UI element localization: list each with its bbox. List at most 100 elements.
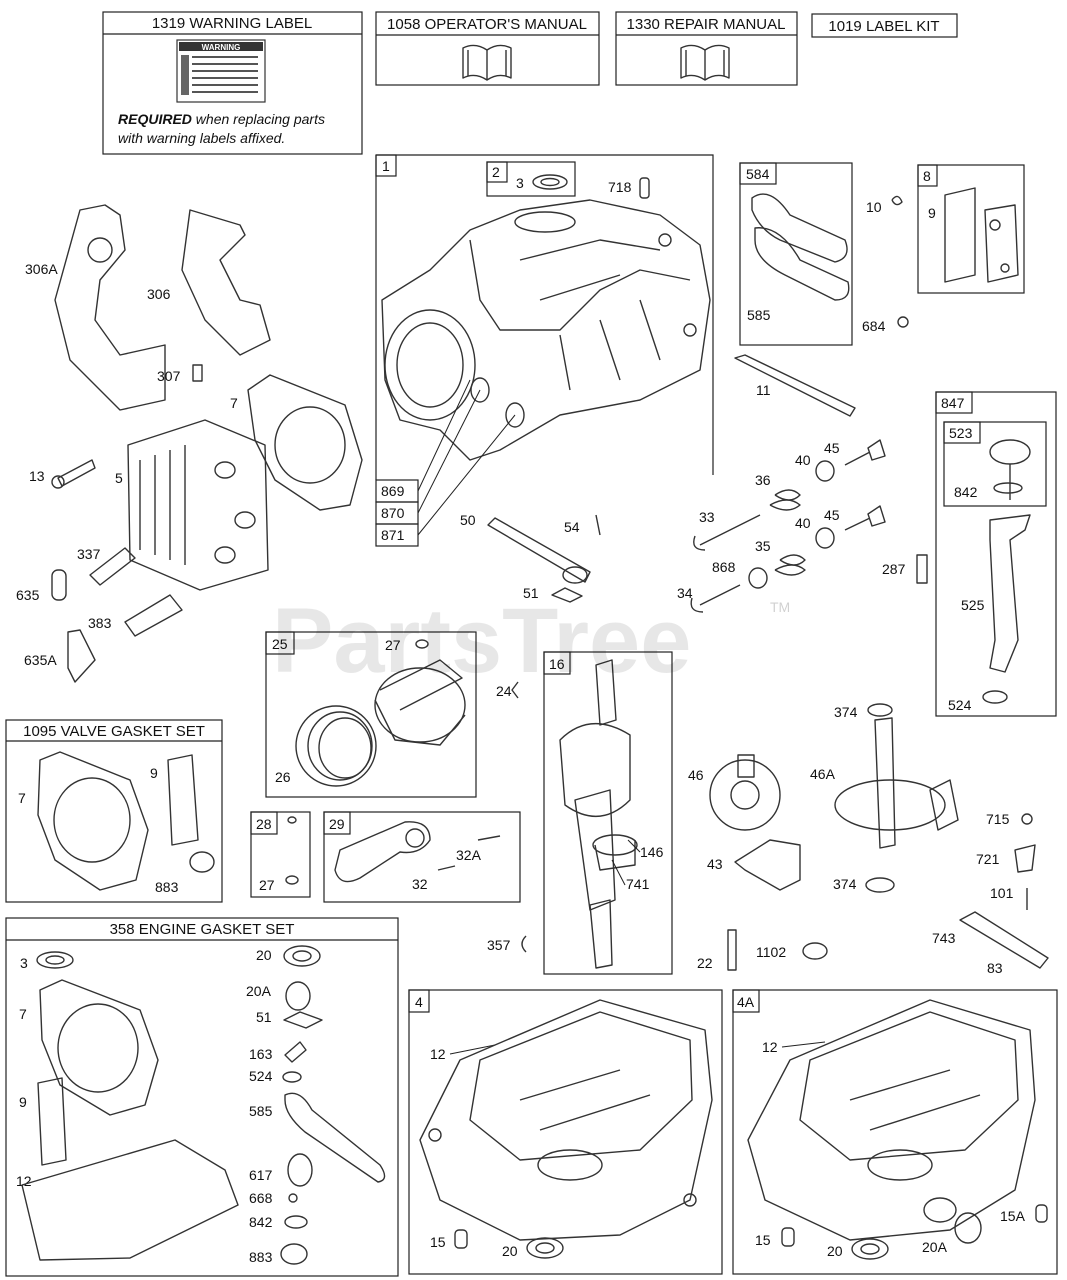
valve-icon xyxy=(693,514,761,551)
callout-13: 13 xyxy=(29,468,45,484)
callout-715: 715 xyxy=(986,811,1010,827)
warning-label-panel[interactable]: 1319 WARNING LABEL WARNING REQUIRED when… xyxy=(102,11,363,155)
sump-4-group[interactable]: 4 12 15 20 xyxy=(408,989,723,1275)
spark-plug-cover-icon xyxy=(124,594,183,637)
callout-34: 34 xyxy=(677,585,693,601)
breather-group[interactable]: 10 8 9 xyxy=(866,164,1025,294)
label-kit-panel[interactable]: 1019 LABEL KIT xyxy=(811,13,958,38)
dipstick-tube-icon xyxy=(989,514,1031,673)
callout-51: 51 xyxy=(523,585,539,601)
cylinder-head-group[interactable]: 13 5 337 635 383 635A xyxy=(16,419,269,683)
callout-721: 721 xyxy=(976,851,1000,867)
crankshaft-group[interactable]: 16 146 741 xyxy=(543,651,673,975)
callout-g20a: 20A xyxy=(246,983,272,999)
callout-7: 7 xyxy=(230,395,238,411)
callout-8: 8 xyxy=(923,168,931,184)
dowel-pin-icon xyxy=(639,177,650,199)
callout-g51: 51 xyxy=(256,1009,272,1025)
callout-29: 29 xyxy=(329,816,345,832)
callout-741: 741 xyxy=(626,876,650,892)
callout-24: 24 xyxy=(496,683,512,699)
sump-4a-group[interactable]: 4A 12 15 20 20A 15A xyxy=(732,989,1058,1275)
callout-45a: 45 xyxy=(824,440,840,456)
callout-287: 287 xyxy=(882,561,906,577)
camshaft-group[interactable]: 374 46 46A 43 374 715 721 101 743 83 xyxy=(688,703,1049,976)
callout-374a: 374 xyxy=(834,704,858,720)
intake-manifold-gasket-icon xyxy=(751,193,848,263)
cylinder-head-icon xyxy=(127,419,269,591)
label-kit-title: 1019 LABEL KIT xyxy=(828,18,939,35)
callout-870: 870 xyxy=(381,505,405,521)
callout-54: 54 xyxy=(564,519,580,535)
dipstick-group[interactable]: 847 523 842 525 524 xyxy=(935,391,1057,717)
svg-text:WARNING: WARNING xyxy=(202,43,241,52)
callout-40a: 40 xyxy=(795,452,811,468)
operators-manual-panel[interactable]: 1058 OPERATOR'S MANUAL xyxy=(375,11,600,86)
callout-s15b: 15 xyxy=(755,1232,771,1248)
rod-bolt-group[interactable]: 28 27 xyxy=(250,811,311,898)
callout-635: 635 xyxy=(16,587,40,603)
callout-1102: 1102 xyxy=(756,944,786,960)
callout-45b: 45 xyxy=(824,507,840,523)
callout-16: 16 xyxy=(549,656,565,672)
callout-22: 22 xyxy=(697,955,713,971)
intake-gasket-group[interactable]: 584 585 684 xyxy=(739,162,909,346)
connecting-rod-group[interactable]: 29 32A 32 xyxy=(323,811,521,903)
governor-shaft-icon xyxy=(959,911,1049,969)
callout-718: 718 xyxy=(608,179,632,195)
callout-32a: 32A xyxy=(456,847,482,863)
manual-book-icon xyxy=(680,44,730,81)
callout-g842: 842 xyxy=(249,1214,273,1230)
callout-s20a: 20 xyxy=(502,1243,518,1259)
piston-group[interactable]: 25 27 26 xyxy=(265,631,477,798)
callout-36: 36 xyxy=(755,472,771,488)
callout-306a: 306A xyxy=(25,261,58,277)
callout-525: 525 xyxy=(961,597,985,613)
callout-101: 101 xyxy=(990,885,1014,901)
callout-s15a: 15 xyxy=(430,1234,446,1250)
air-guide-group[interactable]: 306A 306 307 7 xyxy=(25,204,363,511)
engine-gasket-set-panel[interactable]: 358 ENGINE GASKET SET 3 7 9 12 20 20A 51… xyxy=(5,917,399,1277)
valve-train-group[interactable]: 50 54 51 11 40 45 36 33 40 45 35 868 34 … xyxy=(460,354,928,613)
callout-869: 869 xyxy=(381,483,405,499)
gasket-small-icon xyxy=(551,587,583,603)
callout-50: 50 xyxy=(460,512,476,528)
spark-plug-icon xyxy=(89,547,136,586)
callout-35: 35 xyxy=(755,538,771,554)
air-guide-306a-icon xyxy=(54,204,166,411)
connecting-rod-icon xyxy=(334,821,431,883)
callout-307: 307 xyxy=(157,368,181,384)
callout-635a: 635A xyxy=(24,652,57,668)
screw-icon xyxy=(916,554,928,584)
callout-g585: 585 xyxy=(249,1103,273,1119)
valve-seal-icon xyxy=(844,439,886,466)
gasket-small-icon xyxy=(189,851,215,873)
callout-585: 585 xyxy=(747,307,771,323)
watermark-tm: TM xyxy=(770,599,790,615)
breather-cover-icon xyxy=(984,204,1019,283)
crankcase-gasket-icon xyxy=(21,1139,239,1261)
repair-manual-panel[interactable]: 1330 REPAIR MANUAL xyxy=(615,11,798,86)
valve-gasket-set-panel[interactable]: 1095 VALVE GASKET SET 7 9 883 xyxy=(5,719,223,903)
callout-s20b: 20 xyxy=(827,1243,843,1259)
callout-5: 5 xyxy=(115,470,123,486)
operators-manual-title: 1058 OPERATOR'S MANUAL xyxy=(387,16,587,33)
callout-46: 46 xyxy=(688,767,704,783)
callout-g9: 9 xyxy=(19,1094,27,1110)
callout-11: 11 xyxy=(756,382,771,398)
warning-note-line2: with warning labels affixed. xyxy=(118,130,285,146)
bracket-icon xyxy=(1014,844,1036,873)
callout-383: 383 xyxy=(88,615,112,631)
repair-manual-title: 1330 REPAIR MANUAL xyxy=(627,16,786,33)
callout-9: 9 xyxy=(928,205,936,221)
connector-angled-icon xyxy=(67,629,96,683)
cylinder-block-group[interactable]: 1 2 3 718 869 870 871 xyxy=(375,154,714,547)
tappet-icon xyxy=(487,517,591,583)
callout-146: 146 xyxy=(640,844,664,860)
callout-524: 524 xyxy=(948,697,972,713)
retainer-clip-icon xyxy=(511,681,519,699)
clip-icon xyxy=(891,195,903,206)
callout-28: 28 xyxy=(256,816,272,832)
callout-g20: 20 xyxy=(256,947,272,963)
